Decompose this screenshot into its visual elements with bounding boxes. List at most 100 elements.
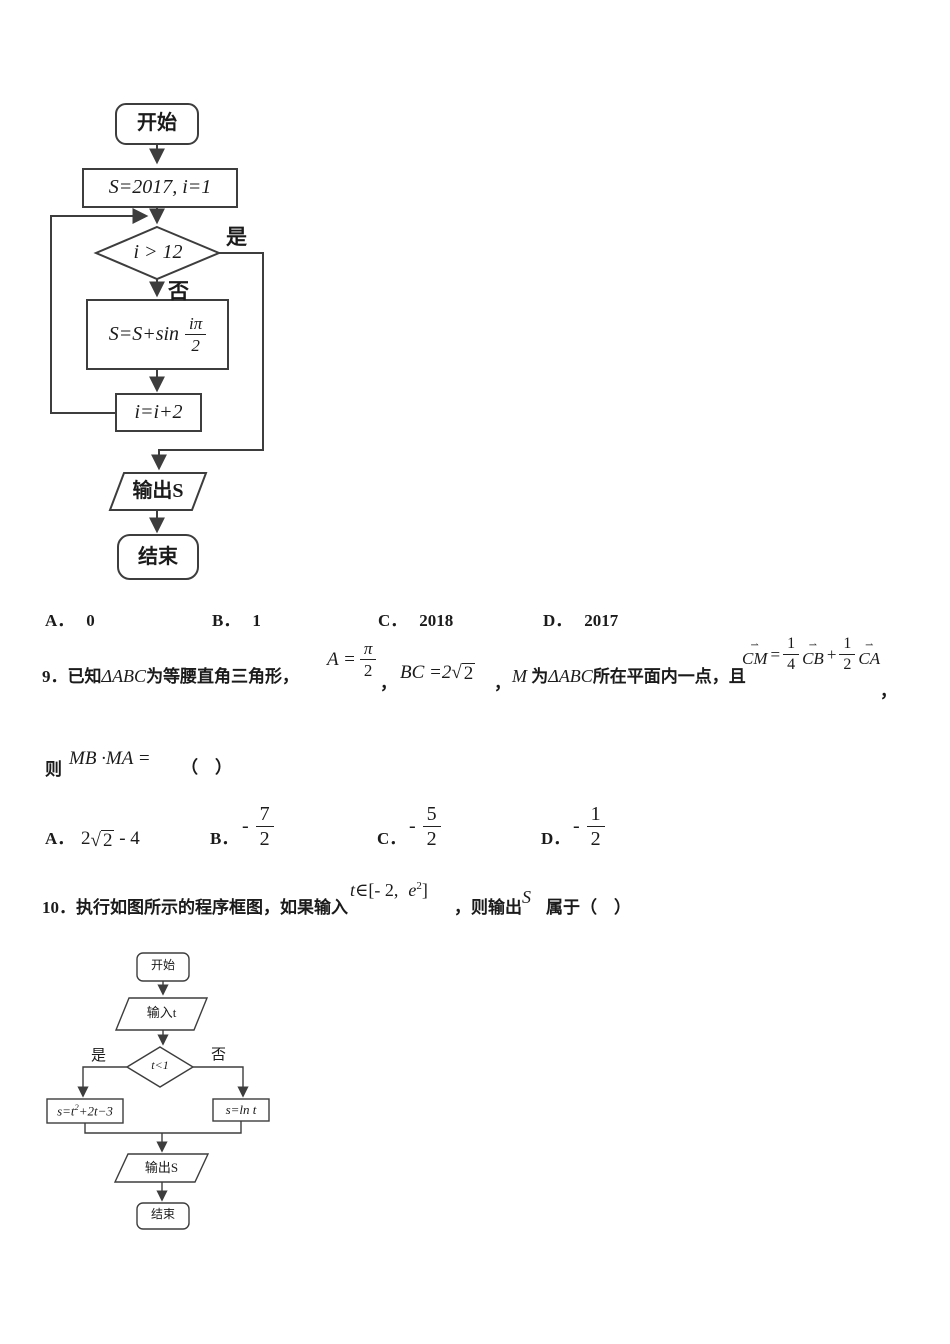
q9-option-a-label: A． [45, 829, 75, 848]
q10-belongs-paren: 属于（ ） [546, 898, 631, 917]
fc1-yes-label: 是 [226, 225, 247, 249]
fc2-left-box-label: s=t2+2t−3 [57, 1102, 113, 1119]
q10-intro-text: 10．执行如图所示的程序框图，如果输入 [42, 898, 348, 917]
q10-e-exponent: 2 [416, 880, 422, 892]
q8-option-c: C． 2018 [378, 606, 453, 631]
q8-option-b: B．1 [212, 606, 261, 631]
fc1-start-label: 开始 [137, 112, 177, 134]
vector-cb: ⇀CB [802, 639, 824, 668]
q9-comma-2: ， [494, 674, 511, 693]
sqrt-symbol: √ [90, 830, 101, 851]
q9-option-d-label: D． [541, 829, 571, 848]
q9-then: 则 [45, 760, 62, 779]
fc1-loop-back-line [50, 208, 149, 414]
fc2-yes-label: 是 [91, 1048, 107, 1064]
q9-comma-3: ， [880, 682, 897, 701]
flowchart-q10-canvas [46, 952, 270, 1230]
q9-line2: 则 MB ·MA = （ ） [45, 746, 345, 786]
q8-option-b-label: B． [212, 611, 241, 630]
fc2-output-label: 输出S [144, 1160, 179, 1175]
q8-option-a-value: 0 [86, 611, 95, 630]
fc2-t-squared-exponent: 2 [74, 1102, 79, 1112]
q9-dot-product-expr: MB ·MA = [69, 748, 151, 769]
q9-triangle-abc: ΔABC [101, 666, 147, 686]
q9-comma-1: ， [380, 674, 397, 693]
fc2-no-label: 否 [211, 1047, 227, 1063]
q9-option-a: A． 2√2 - 4 [45, 798, 205, 855]
q9-mid-text: M 为ΔABC所在平面内一点，且 [512, 666, 746, 686]
q9-option-c-label: C． [377, 829, 407, 848]
fc2-yes-branch-line [77, 1066, 127, 1098]
fc1-increment-label: i=i+2 [134, 401, 183, 423]
minus-sign: - [409, 815, 416, 837]
minus-sign: - [242, 815, 249, 837]
q8-option-d-value: 2017 [584, 611, 619, 630]
q10-then-output: ，则输出 [454, 898, 522, 917]
fc1-output-parallelogram [108, 472, 208, 511]
fc2-end-label: 结束 [150, 1207, 175, 1221]
fc2-decision-diamond [125, 1046, 195, 1088]
q10-line: 10．执行如图所示的程序框图，如果输入 t∈[- 2,e2] ，则输出 S 属于… [42, 878, 682, 924]
fc2-condition-label: t<1 [151, 1058, 169, 1072]
q10-output-s: S [522, 887, 531, 907]
sqrt-symbol: √ [451, 662, 462, 684]
q10-number: 10． [42, 898, 76, 917]
minus-sign: - [573, 815, 580, 837]
fc2-end-terminator [136, 1202, 190, 1230]
flowchart-q10: 开始 输入t t<1 是 否 s=t2+2t−3 s=ln t 输出S 结束 [30, 945, 290, 1237]
fc1-compute-fraction: iπ 2 [185, 315, 207, 354]
q10-euler-e: e [408, 880, 417, 900]
fc2-start-label: 开始 [150, 958, 175, 972]
q10-variable-t: t [350, 880, 356, 900]
fc2-input-label: 输入t [146, 1005, 177, 1020]
flowchart-q8: 开始 S=2017, i=1 i > 12 是 否 S=S+sin iπ 2 i… [40, 95, 285, 590]
q9-answer-paren: （ ） [181, 758, 232, 777]
q8-option-c-label: C． [378, 611, 408, 630]
q10-domain: t∈[- 2,e2] [350, 880, 428, 900]
fc1-condition-label: i > 12 [133, 241, 183, 263]
fc2-no-branch-line [193, 1066, 249, 1098]
q9-intro-text: 9．已知ΔABC为等腰直角三角形， [42, 666, 300, 686]
fc1-compute-label: S=S+sin iπ 2 [87, 300, 228, 369]
q9-option-b-label: B． [210, 829, 239, 848]
q8-option-d-label: D． [543, 611, 573, 630]
fc1-compute-prefix: S=S+sin [108, 323, 180, 345]
q8-option-c-value: 2018 [419, 611, 454, 630]
q9-triangle-abc-2: ΔABC [548, 666, 593, 686]
q8-option-a: A． 0 [45, 606, 95, 631]
vector-ca: ⇀CA [858, 639, 881, 668]
fc1-end-label: 结束 [138, 546, 178, 568]
q9-option-a-value: 2√2 - 4 [81, 828, 140, 851]
fc1-no-label: 否 [168, 279, 189, 303]
fc1-init-label: S=2017, i=1 [108, 176, 212, 198]
q8-option-a-label: A． [45, 611, 75, 630]
fc2-right-box-label: s=ln t [225, 1102, 257, 1117]
fc1-init-process [82, 168, 238, 208]
flowchart-q8-canvas [50, 103, 264, 580]
q9-number: 9． [42, 667, 68, 686]
vector-cm: ⇀CM [742, 639, 768, 668]
q9-bc-formula: BC =2√2 [400, 662, 476, 684]
q8-option-d: D． 2017 [543, 606, 618, 631]
fc1-output-label: 输出S [132, 480, 184, 502]
fc2-input-parallelogram [114, 997, 209, 1031]
fc1-yes-branch-line [151, 252, 264, 471]
fc1-end-terminator [117, 534, 199, 580]
q9-point-m: M [512, 666, 527, 686]
